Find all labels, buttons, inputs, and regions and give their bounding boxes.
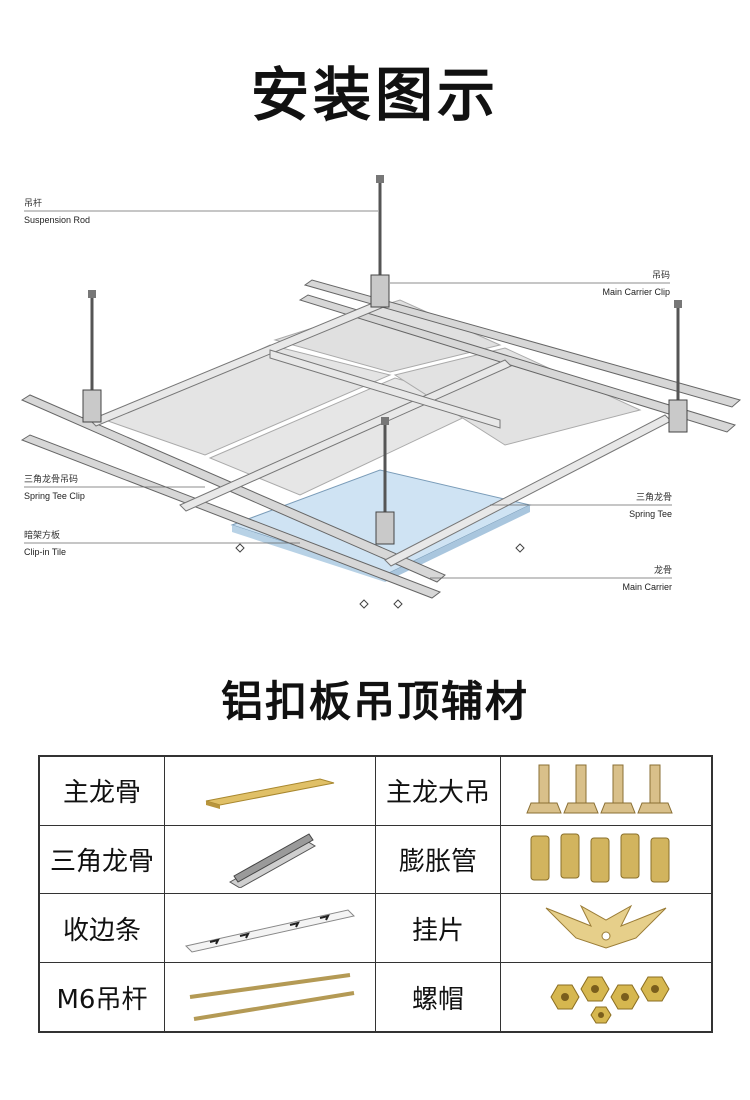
label-spring-tee-zh: 三角龙骨	[636, 491, 672, 503]
item-name: 螺帽	[374, 962, 501, 1033]
hanging-clip-icon	[499, 893, 713, 964]
label-main-carrier-clip-zh: 吊码	[652, 270, 670, 281]
spring-tee-rail	[89, 299, 672, 567]
ceiling-panel	[393, 347, 642, 446]
label-spring-tee-en: Spring Tee	[629, 509, 672, 519]
label-clip-in-tile-zh: 暗架方板	[24, 529, 60, 541]
table-row: 收边条 挂片	[38, 893, 713, 964]
label-clip-in-tile-en: Clip-in Tile	[24, 547, 66, 557]
label-suspension-rod-en: Suspension Rod	[24, 215, 90, 225]
triangle-keel-icon	[163, 824, 376, 895]
accessories-table: 主龙骨 主龙大吊 三角龙骨	[38, 755, 713, 1033]
label-main-carrier-clip-en: Main Carrier Clip	[602, 287, 670, 297]
item-name: 主龙骨	[38, 755, 165, 826]
accessories-title: 铝扣板吊顶辅材	[220, 677, 529, 726]
page-title: 安装图示	[250, 61, 499, 129]
item-name: 膨胀管	[374, 824, 501, 895]
installation-diagram: 吊杆 Suspension Rod 吊码 Main Carrier Clip 三…	[20, 175, 742, 609]
item-name: 挂片	[374, 893, 501, 964]
gold-channel-rail-icon	[163, 755, 376, 826]
suspension-rod	[90, 180, 680, 515]
label-main-carrier-en: Main Carrier	[622, 582, 672, 592]
threaded-rods-icon	[163, 962, 376, 1033]
item-name: M6吊杆	[38, 962, 165, 1033]
label-main-carrier-zh: 龙骨	[654, 564, 672, 576]
main-carrier-clip	[82, 274, 688, 545]
label-spring-tee-clip-en: Spring Tee Clip	[24, 491, 85, 501]
table-row: M6吊杆 螺帽	[38, 962, 713, 1033]
item-name: 收边条	[38, 893, 165, 964]
hanger-brackets-icon	[499, 755, 713, 826]
edge-trim-strip-icon	[163, 893, 376, 964]
label-suspension-rod-zh: 吊杆	[24, 197, 42, 209]
hex-nuts-icon	[499, 962, 713, 1033]
label-spring-tee-clip-zh: 三角龙骨吊码	[24, 473, 78, 485]
table-row: 主龙骨 主龙大吊	[38, 755, 713, 826]
item-name: 三角龙骨	[38, 824, 165, 895]
expansion-tubes-icon	[499, 824, 713, 895]
table-row: 三角龙骨 膨胀管	[38, 824, 713, 895]
item-name: 主龙大吊	[374, 755, 501, 826]
